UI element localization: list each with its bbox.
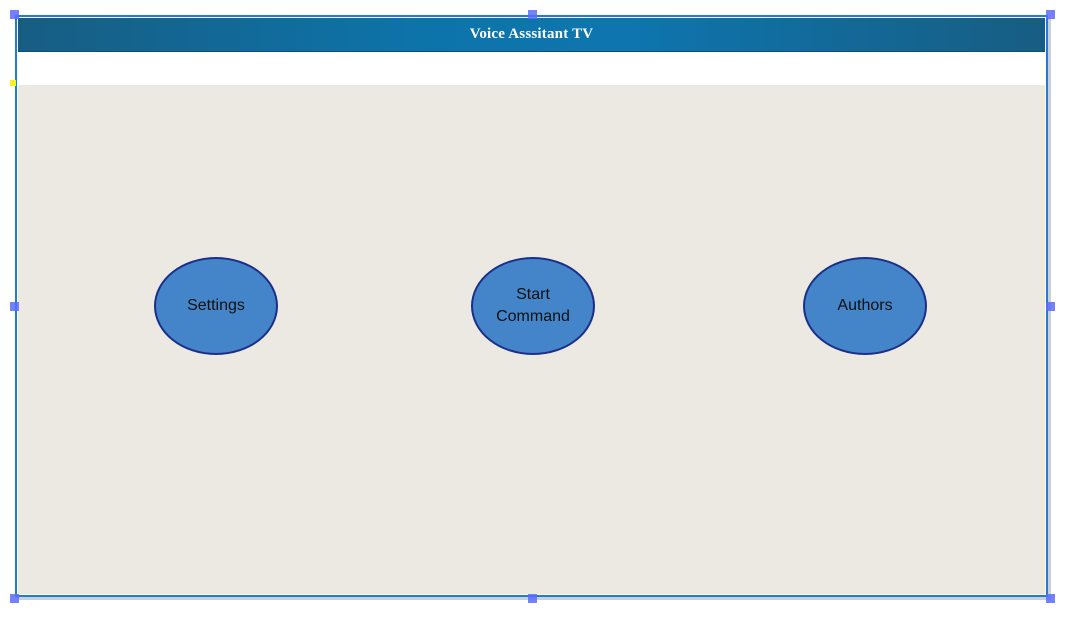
anchor-marker[interactable] [10, 80, 16, 86]
content-panel: Settings Start Command Authors [18, 85, 1045, 594]
resize-handle-bottom-left[interactable] [10, 594, 19, 603]
authors-button[interactable]: Authors [803, 257, 927, 355]
resize-handle-left[interactable] [10, 302, 19, 311]
title-bar: Voice Asssitant TV [18, 18, 1045, 52]
resize-handle-bottom-right[interactable] [1046, 594, 1055, 603]
resize-handle-bottom[interactable] [528, 594, 537, 603]
resize-handle-right[interactable] [1046, 302, 1055, 311]
resize-handle-top-right[interactable] [1046, 10, 1055, 19]
start-command-button-label: Start Command [496, 286, 570, 325]
window-title: Voice Asssitant TV [469, 26, 594, 42]
resize-handle-top-left[interactable] [10, 10, 19, 19]
settings-button-label: Settings [187, 297, 245, 314]
resize-handle-top[interactable] [528, 10, 537, 19]
app-window[interactable]: Voice Asssitant TV Settings Start Comman… [15, 15, 1048, 597]
start-command-button[interactable]: Start Command [471, 257, 595, 355]
toolbar-area [18, 52, 1045, 85]
authors-button-label: Authors [837, 297, 893, 314]
settings-button[interactable]: Settings [154, 257, 278, 355]
